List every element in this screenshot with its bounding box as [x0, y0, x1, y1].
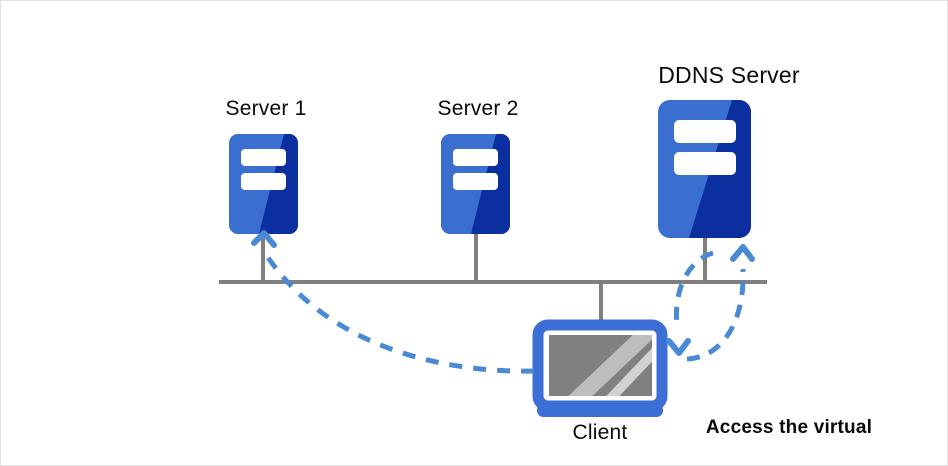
- server-1-icon: [229, 134, 298, 234]
- flow-ddns-query-down: [666, 250, 714, 356]
- server-2-label: Server 2: [437, 97, 519, 120]
- server-2-icon: [441, 134, 510, 234]
- ddns-server-icon: [658, 100, 751, 238]
- ddns-server-label: DDNS Server: [658, 62, 800, 88]
- server-1-label: Server 1: [225, 97, 307, 120]
- client-label: Client: [572, 421, 628, 444]
- access-note-line-1: Access the virtual: [705, 417, 873, 439]
- flow-client-to-server-1: [251, 230, 535, 374]
- access-virtual-host-name-annotation: Access the virtual host name: [689, 364, 889, 465]
- flow-ddns-query-up: [686, 244, 755, 362]
- client-monitor-icon: [532, 319, 668, 417]
